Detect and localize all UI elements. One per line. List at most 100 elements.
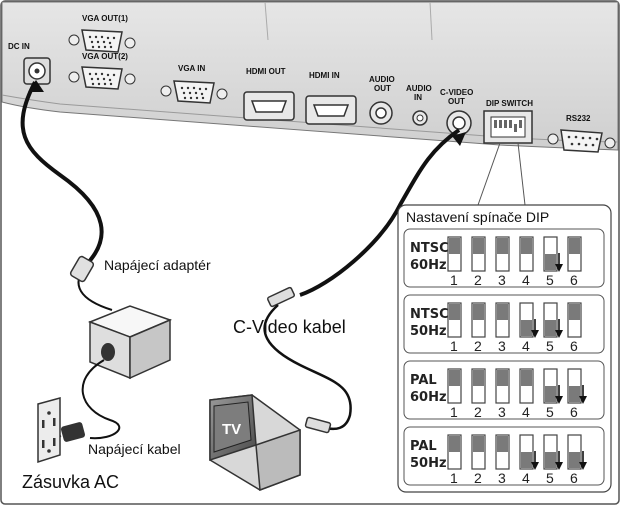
- dip-mode-line2: 50Hz: [410, 456, 447, 471]
- hdmi-out-port: [243, 91, 295, 121]
- dip-switch-4: [519, 434, 539, 470]
- dip-switch-number: 5: [546, 338, 554, 354]
- dip-switch-3: [495, 368, 510, 404]
- dip-mode-line1: PAL: [410, 373, 437, 388]
- dip-switch-5: [543, 434, 563, 470]
- label-cvideo-out-2: OUT: [448, 97, 465, 106]
- label-dip-switch: DIP SWITCH: [486, 99, 533, 108]
- dip-switch-number: 4: [522, 404, 530, 420]
- dip-switch-6: [567, 368, 587, 404]
- power-cable: [20, 80, 113, 311]
- cvideo-cable: [263, 128, 466, 434]
- callout-line-right: [517, 142, 526, 206]
- dip-switch-number: 6: [570, 470, 578, 486]
- ac-cable: [81, 359, 121, 440]
- dip-switch-number: 3: [498, 404, 506, 420]
- dip-switch-number: 2: [474, 272, 482, 288]
- dip-switch-4: [519, 236, 534, 272]
- vga-in-port: [160, 80, 228, 104]
- dip-switch-number: 1: [450, 338, 458, 354]
- dip-switch-number: 5: [546, 404, 554, 420]
- dip-switch-6: [567, 434, 587, 470]
- dip-switch-number: 6: [570, 404, 578, 420]
- dip-switch-number: 3: [498, 272, 506, 288]
- dip-switch-3: [495, 302, 510, 338]
- dip-mode-line1: PAL: [410, 439, 437, 454]
- dip-switch-2: [471, 434, 486, 470]
- label-cvideo-out-1: C-VIDEO: [440, 88, 473, 97]
- arrow-down-icon: [579, 396, 587, 404]
- dip-settings-title: Nastavení spínače DIP: [406, 209, 549, 225]
- label-audio-out-1: AUDIO: [369, 75, 395, 84]
- label-dc-in: DC IN: [8, 42, 30, 51]
- dip-switch-number: 3: [498, 338, 506, 354]
- dip-switch-device: [483, 110, 533, 144]
- dip-mode-line2: 50Hz: [410, 324, 447, 339]
- dip-switch-number: 4: [522, 338, 530, 354]
- dip-switch-6: [567, 236, 582, 272]
- dip-switch-number: 4: [522, 470, 530, 486]
- dip-switch-number: 6: [570, 272, 578, 288]
- vga-out2-port: [68, 66, 136, 90]
- dip-switch-number: 1: [450, 272, 458, 288]
- label-rs232: RS232: [566, 114, 591, 123]
- dip-switch-1: [447, 302, 462, 338]
- audio-out-port: [369, 101, 393, 125]
- dip-switch-number: 5: [546, 272, 554, 288]
- dip-switch-number: 1: [450, 404, 458, 420]
- audio-in-port: [412, 110, 428, 126]
- dip-switch-3: [495, 236, 510, 272]
- dip-switch-number: 4: [522, 272, 530, 288]
- dip-mode-line1: NTSC: [410, 241, 449, 256]
- dip-switch-4: [519, 368, 534, 404]
- dip-switch-6: [567, 302, 582, 338]
- dip-switch-number: 2: [474, 470, 482, 486]
- dip-switch-number: 2: [474, 338, 482, 354]
- dip-mode-line1: NTSC: [410, 307, 449, 322]
- dip-switch-2: [471, 236, 486, 272]
- arrow-down-icon: [531, 462, 539, 470]
- callout-line-left: [477, 142, 501, 206]
- ac-outlet-label: Zásuvka AC: [22, 472, 119, 492]
- tv-icon: TV: [209, 394, 301, 492]
- dip-switch-5: [543, 368, 563, 404]
- dip-mode-line2: 60Hz: [410, 390, 447, 405]
- dip-switch-5: [543, 236, 563, 272]
- dip-switch-2: [471, 302, 486, 338]
- dip-switch-1: [447, 236, 462, 272]
- rs232-port: [547, 129, 616, 153]
- dip-switch-4: [519, 302, 539, 338]
- arrow-down-icon: [555, 462, 563, 470]
- dip-switch-2: [471, 368, 486, 404]
- power-adapter-label: Napájecí adaptér: [104, 257, 211, 273]
- dip-switch-1: [447, 434, 462, 470]
- arrow-down-icon: [555, 330, 563, 338]
- arrow-down-icon: [555, 396, 563, 404]
- power-adapter: [87, 305, 173, 380]
- label-audio-in-1: AUDIO: [406, 84, 432, 93]
- cvideo-out-port: [446, 110, 472, 136]
- label-audio-in-2: IN: [414, 93, 422, 102]
- dip-switch-number: 2: [474, 404, 482, 420]
- dip-switch-number: 6: [570, 338, 578, 354]
- label-vga-out2: VGA OUT(2): [82, 52, 128, 61]
- dip-switch-5: [543, 302, 563, 338]
- ac-outlet: [37, 397, 61, 464]
- label-vga-out1: VGA OUT(1): [82, 14, 128, 23]
- label-audio-out-2: OUT: [374, 84, 391, 93]
- hdmi-in-port: [305, 95, 357, 125]
- dip-switch-1: [447, 368, 462, 404]
- cvideo-cable-label: C-Video kabel: [233, 317, 346, 337]
- dip-switch-number: 3: [498, 470, 506, 486]
- vga-out1-port: [68, 29, 136, 53]
- tv-label: TV: [222, 421, 241, 438]
- label-hdmi-out: HDMI OUT: [246, 67, 286, 76]
- label-hdmi-in: HDMI IN: [309, 71, 340, 80]
- arrow-down-icon: [531, 330, 539, 338]
- dip-mode-line2: 60Hz: [410, 258, 447, 273]
- arrow-down-icon: [579, 462, 587, 470]
